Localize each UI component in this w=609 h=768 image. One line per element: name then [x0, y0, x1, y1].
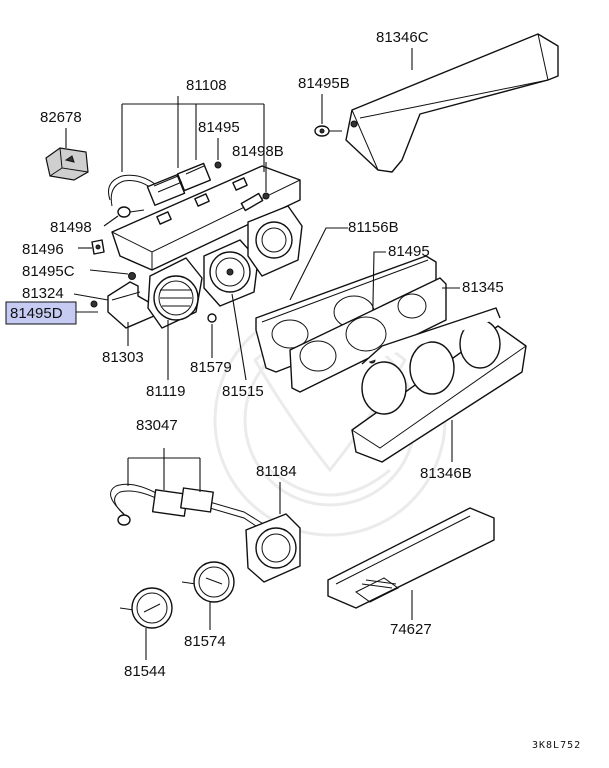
label-82678[interactable]: 82678 — [40, 109, 82, 126]
label-81498b[interactable]: 81498B — [232, 143, 284, 160]
screw-81495c[interactable] — [128, 272, 136, 280]
label-81495d[interactable]: 81495D — [10, 305, 63, 322]
label-81346c[interactable]: 81346C — [376, 29, 429, 46]
housing-harness[interactable] — [108, 162, 212, 207]
harness-83047[interactable] — [110, 483, 271, 535]
bulb-81498b[interactable] — [240, 192, 270, 212]
screw-81495d[interactable] — [90, 300, 98, 308]
hood-cover-81346c[interactable] — [345, 33, 559, 173]
gauge-housing-81184[interactable] — [245, 513, 301, 583]
label-81495-mid[interactable]: 81495 — [388, 243, 430, 260]
leader-81515 — [231, 293, 247, 381]
label-81495c[interactable]: 81495C — [22, 263, 75, 280]
lower-bezel-81346b[interactable] — [351, 307, 527, 463]
leader-81495c — [89, 269, 129, 275]
label-81495b[interactable]: 81495B — [298, 75, 350, 92]
label-81544[interactable]: 81544 — [124, 663, 166, 680]
leader-81156b — [289, 227, 348, 301]
label-81495-top[interactable]: 81495 — [198, 119, 240, 136]
label-83047[interactable]: 83047 — [136, 417, 178, 434]
label-81496[interactable]: 81496 — [22, 241, 64, 258]
highlight-81495d — [5, 301, 77, 325]
leader-81324 — [73, 293, 109, 301]
label-81574[interactable]: 81574 — [184, 633, 226, 650]
label-81498[interactable]: 81498 — [50, 219, 92, 236]
label-81303[interactable]: 81303 — [102, 349, 144, 366]
gauge-housing-right[interactable] — [247, 205, 303, 277]
gauge-81119[interactable] — [147, 257, 203, 329]
screw-81495-top[interactable] — [214, 161, 222, 169]
bracket-81324[interactable] — [107, 281, 155, 329]
label-81156b[interactable]: 81156B — [348, 219, 399, 236]
label-81346b[interactable]: 81346B — [420, 465, 472, 482]
gauge-81574[interactable] — [181, 561, 235, 603]
label-81184[interactable]: 81184 — [256, 463, 297, 480]
label-81108[interactable]: 81108 — [186, 77, 227, 94]
gauge-81544[interactable] — [119, 587, 173, 629]
plate-74627[interactable] — [327, 507, 495, 609]
label-81579[interactable]: 81579 — [190, 359, 232, 376]
diagram-code: 3K8L752 — [532, 740, 581, 751]
label-74627[interactable]: 74627 — [390, 621, 432, 638]
label-81345[interactable]: 81345 — [462, 279, 504, 296]
label-81119[interactable]: 81119 — [146, 383, 186, 400]
leader-81108 — [121, 96, 265, 172]
clip-81496[interactable] — [91, 239, 105, 255]
leader-83047 — [127, 448, 201, 492]
gauge-81515[interactable] — [203, 239, 259, 307]
panel-81345[interactable] — [289, 277, 447, 393]
socket-81498[interactable] — [117, 206, 145, 218]
bulb-81579[interactable] — [207, 313, 217, 323]
leader-81498 — [103, 215, 119, 227]
label-81324[interactable]: 81324 — [22, 285, 64, 302]
knob-82678[interactable] — [45, 147, 89, 181]
label-81515[interactable]: 81515 — [222, 383, 264, 400]
screw-81495b[interactable] — [314, 125, 342, 137]
